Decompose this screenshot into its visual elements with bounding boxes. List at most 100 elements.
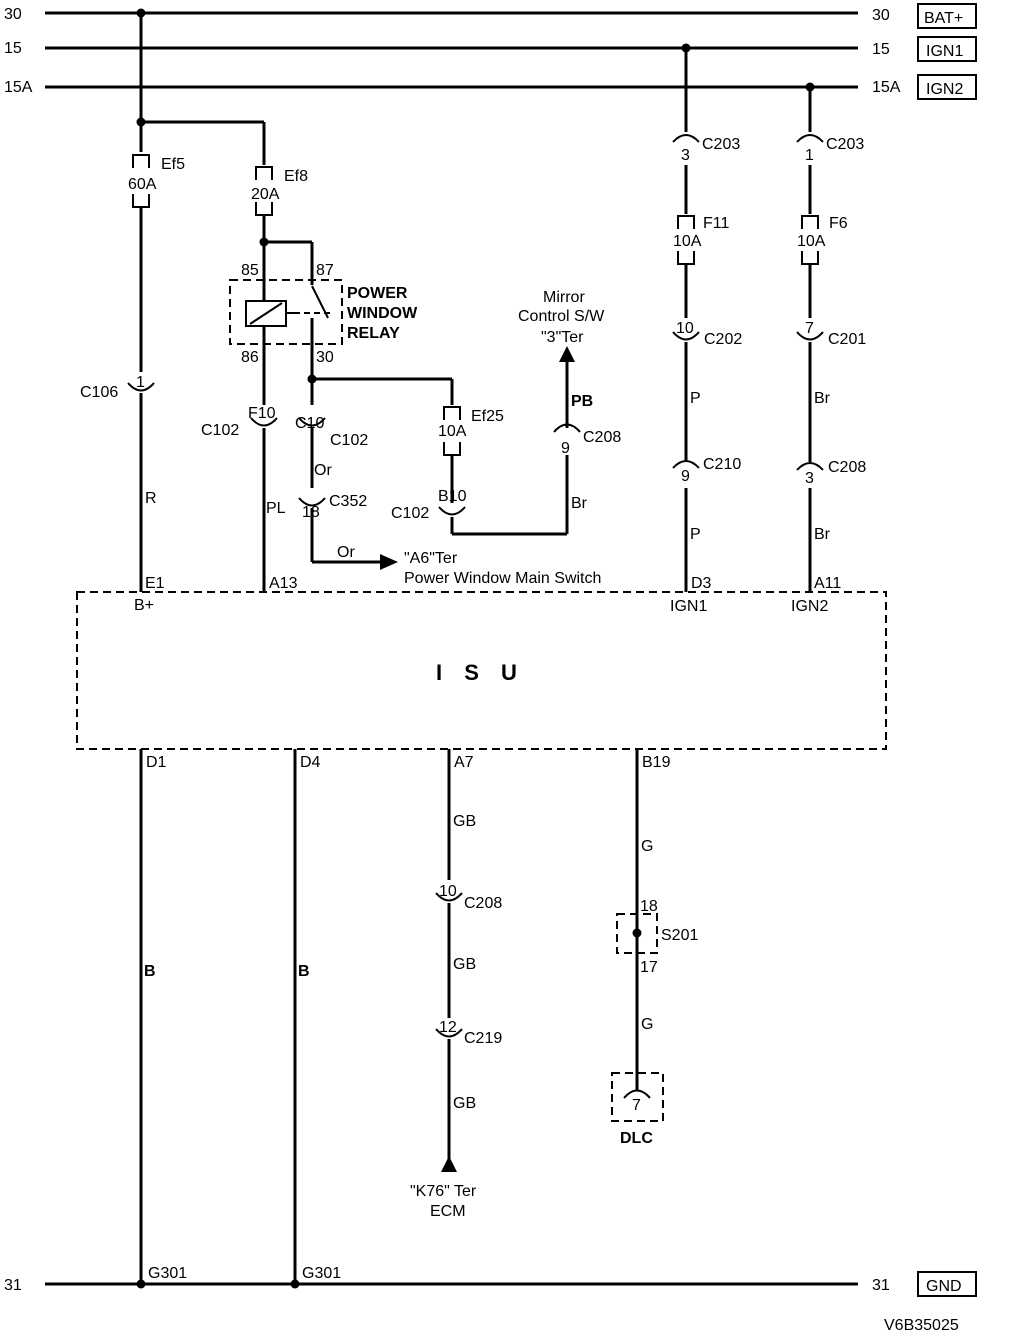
wire-color-pl: PL: [266, 500, 286, 517]
connector-c208-pb-name: C208: [583, 429, 621, 446]
connector-c219-icon: [435, 1028, 463, 1038]
mirror-line-1: Mirror: [543, 289, 585, 306]
isu-pin-ign2: IGN2: [791, 598, 828, 615]
wire-color-b-2: B: [298, 963, 310, 980]
connector-c219-pin: 12: [439, 1019, 457, 1036]
connector-c210-icon: [672, 460, 700, 469]
ign2-tag: IGN2: [926, 81, 963, 98]
circuit-relay: Ef8 20A 85 87 86 30 POWER WINDOW RELAY F…: [141, 120, 601, 592]
wire-color-br-1: Br: [571, 495, 588, 512]
fuse-ef5-name: Ef5: [161, 156, 185, 173]
isu-pin-d3: D3: [691, 575, 712, 592]
connector-c202-icon: [672, 331, 700, 341]
relay-switch-icon: [311, 285, 329, 319]
wire-color-or-2: Or: [337, 544, 355, 561]
rail-15a: 15A 15A IGN2: [4, 74, 977, 100]
arrow-up-icon: [441, 1156, 457, 1172]
mirror-line-3: "3"Ter: [541, 329, 584, 346]
connector-c210-pin: 9: [681, 468, 690, 485]
connector-c102-f10-name: C102: [201, 422, 239, 439]
wire-color-g-2: G: [641, 1016, 653, 1033]
relay-pin-87: 87: [316, 262, 334, 279]
circuit-ecm: GB 10 C208 GB 12 C219 GB "K76" Ter ECM: [410, 749, 502, 1220]
rail-15a-left-label: 15A: [4, 79, 33, 96]
bat-plus-tag: BAT+: [924, 10, 963, 27]
main-switch-terminal: "A6"Ter: [404, 550, 458, 567]
relay-pin-85: 85: [241, 262, 259, 279]
fuse-ef8-name: Ef8: [284, 168, 308, 185]
fuse-ef8-rating: 20A: [251, 186, 280, 203]
connector-c102-b10-icon: [438, 506, 466, 516]
splice-s201-out-pin: 17: [640, 959, 658, 976]
isu-pin-a13: A13: [269, 575, 298, 592]
splice-s201-name: S201: [661, 927, 698, 944]
splice-s201: [616, 913, 658, 954]
rail-31-left-label: 31: [4, 1277, 22, 1294]
relay-pin-30: 30: [316, 349, 334, 366]
wire-color-gb-1: GB: [453, 813, 476, 830]
connector-c203-a-pin: 3: [681, 147, 690, 164]
isu-pin-a11: A11: [814, 575, 841, 592]
connector-c352-icon: [298, 497, 326, 507]
rail-31-right-label: 31: [872, 1277, 890, 1294]
main-switch-name: Power Window Main Switch: [404, 570, 601, 587]
connector-c102-c10-icon: [298, 417, 326, 427]
isu-pin-d1: D1: [146, 754, 167, 771]
connector-c102-c10-pin: C10: [295, 415, 324, 432]
figure-code: V6B35025: [884, 1317, 959, 1334]
connector-c202-pin: 10: [676, 320, 694, 337]
ecm-name: ECM: [430, 1203, 466, 1220]
connector-c352-name: C352: [329, 493, 367, 510]
connector-c208-gb-name: C208: [464, 895, 502, 912]
rail-15-left-label: 15: [4, 40, 22, 57]
arrow-right-icon: [380, 554, 398, 570]
rail-30-right-label: 30: [872, 7, 890, 24]
mirror-line-2: Control S/W: [518, 308, 605, 325]
rail-30-left-label: 30: [4, 6, 22, 23]
connector-c106-icon: [127, 382, 155, 392]
connector-c203-a-icon: [672, 134, 700, 143]
connector-c210-name: C210: [703, 456, 741, 473]
connector-c102-b10-name: C102: [391, 505, 429, 522]
wire-color-g-1: G: [641, 838, 653, 855]
connector-c106-name: C106: [80, 384, 118, 401]
isu-pin-d4: D4: [300, 754, 321, 771]
isu-module: I S U E1 B+ A13 D3 IGN1 A11 IGN2 D1 D4 A…: [76, 575, 887, 771]
wire-color-gb-3: GB: [453, 1095, 476, 1112]
rail-30: 30 30 BAT+: [4, 3, 977, 29]
rail-15a-right-label: 15A: [872, 79, 901, 96]
isu-pin-e1: E1: [145, 575, 165, 592]
wire-color-pb: PB: [571, 393, 593, 410]
connector-c208-gb-icon: [435, 892, 463, 902]
connector-c208-pb-pin: 9: [561, 440, 570, 457]
rail-15-right-label: 15: [872, 41, 890, 58]
wire-color-br-2: Br: [814, 390, 831, 407]
connector-c203-b-name: C203: [826, 136, 864, 153]
dlc-name: DLC: [620, 1130, 653, 1147]
connector-c102-b10-pin: B10: [438, 488, 467, 505]
splice-dot: [290, 1279, 300, 1289]
splice-dot: [136, 1279, 146, 1289]
ground-g301-2: G301: [302, 1265, 341, 1282]
fuse-f11-name: F11: [703, 215, 729, 232]
fuse-ef25-rating: 10A: [438, 423, 467, 440]
connector-c106-pin: 1: [136, 374, 145, 391]
connector-c208-br-name: C208: [828, 459, 866, 476]
wire-color-b-1: B: [144, 963, 156, 980]
connector-c102-c10-name: C102: [330, 432, 368, 449]
fuse-ef5-rating: 60A: [128, 176, 157, 193]
wire-color-r: R: [145, 490, 157, 507]
wire-color-or-1: Or: [314, 462, 332, 479]
splice-dot: [632, 928, 642, 938]
relay-title-line-1: POWER: [347, 285, 408, 302]
ground-g301-1: G301: [148, 1265, 187, 1282]
relay-title-line-3: RELAY: [347, 325, 400, 342]
connector-c219-name: C219: [464, 1030, 502, 1047]
connector-c201-pin: 7: [805, 320, 814, 337]
connector-c203-b-icon: [796, 134, 824, 143]
isu-pin-a7: A7: [454, 754, 474, 771]
circuit-dlc: G 18 S201 17 G 7 DLC: [611, 749, 698, 1147]
connector-c201-icon: [796, 331, 824, 341]
isu-pin-b19: B19: [642, 754, 671, 771]
